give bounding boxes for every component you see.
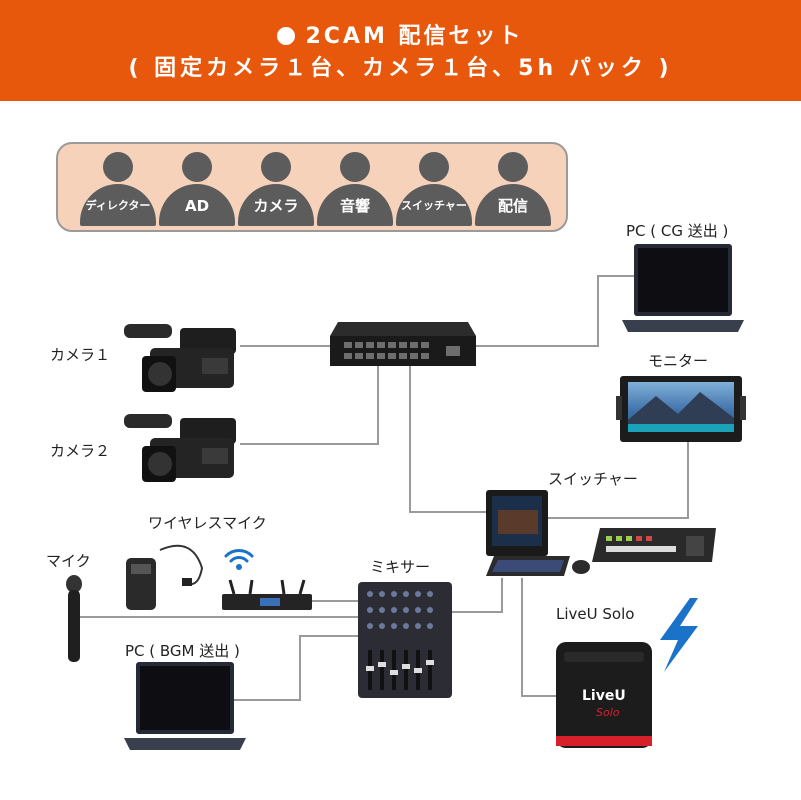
- wireless-receiver: [222, 579, 312, 610]
- wifi-icon: [224, 549, 254, 570]
- wire-hub-switcher: [409, 366, 488, 513]
- monitor-device: [616, 376, 746, 442]
- wire-camera2-hub: [240, 366, 379, 445]
- header-subtitle: ( 固定カメラ１台、カメラ１台、5h パック ): [128, 56, 673, 81]
- liveu-logo: LiveU: [582, 688, 626, 704]
- bullet-dot-icon: [277, 27, 296, 45]
- network-switch-hub: [330, 322, 476, 366]
- label-camera2: カメラ２: [50, 442, 111, 460]
- person-icon: [419, 152, 449, 182]
- mouse-device: [572, 560, 590, 574]
- pc-bgm-laptop: [124, 662, 246, 750]
- liveu-solo-body: [556, 642, 652, 748]
- staff-director: ディレクター: [80, 152, 156, 228]
- header-title: 2CAM 配信セット: [0, 18, 801, 50]
- person-icon: [261, 152, 291, 182]
- header-banner: 2CAM 配信セット ( 固定カメラ１台、カメラ１台、5h パック ): [0, 0, 801, 101]
- staff-switcher: スイッチャー: [396, 152, 472, 228]
- wireless-bodypack: [126, 544, 204, 610]
- wire-mixer-switcher: [452, 578, 503, 613]
- switcher-pc: [486, 490, 548, 556]
- staff-streaming: 配信: [475, 152, 551, 228]
- lightning-icon: [660, 598, 698, 672]
- wire-hub-pccg: [474, 275, 634, 347]
- camera1-device: [124, 324, 236, 392]
- staff-panel: ディレクター AD カメラ 音響 スイッチャー 配信: [56, 142, 568, 232]
- label-pc-bgm: PC ( BGM 送出 ): [125, 642, 240, 660]
- switcher-control-panel: [592, 528, 716, 562]
- label-switcher: スイッチャー: [548, 470, 638, 488]
- keyboard-device: [486, 556, 570, 576]
- camera2-device: [124, 414, 236, 482]
- audio-mixer: [358, 582, 452, 698]
- label-camera1: カメラ１: [50, 346, 111, 364]
- person-icon: [498, 152, 528, 182]
- staff-camera: カメラ: [238, 152, 314, 228]
- label-mixer: ミキサー: [370, 558, 431, 576]
- wire-switcher-liveu: [521, 578, 556, 697]
- wire-monitor-switcher: [548, 440, 689, 519]
- label-mic: マイク: [46, 552, 91, 570]
- liveu-sub: Solo: [596, 706, 620, 719]
- handheld-mic: [66, 575, 82, 662]
- label-monitor: モニター: [648, 352, 709, 370]
- label-pc-cg: PC ( CG 送出 ): [626, 222, 729, 240]
- staff-ad: AD: [159, 152, 235, 228]
- staff-audio: 音響: [317, 152, 393, 228]
- label-wireless-mic: ワイヤレスマイク: [148, 514, 267, 532]
- label-liveu: LiveU Solo: [556, 605, 635, 623]
- person-icon: [103, 152, 133, 182]
- person-icon: [182, 152, 212, 182]
- wire-pcbgm-mixer: [210, 635, 358, 701]
- person-icon: [340, 152, 370, 182]
- liveu-solo-device: LiveU Solo: [554, 640, 654, 752]
- pc-cg-laptop: [622, 244, 744, 332]
